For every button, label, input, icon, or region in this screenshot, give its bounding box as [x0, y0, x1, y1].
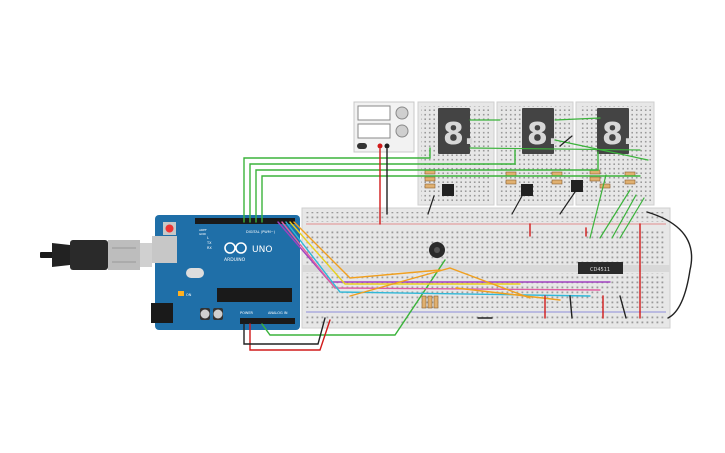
transistor[interactable] [571, 180, 583, 192]
reset-button[interactable] [165, 224, 174, 233]
display-digit: 8. [443, 117, 475, 152]
display-digit: 8. [602, 117, 634, 152]
tx-label: TX [206, 241, 212, 245]
on-label: ON [186, 293, 192, 297]
l-label: L [207, 236, 209, 240]
transistor[interactable] [521, 184, 533, 196]
current-knob[interactable] [395, 124, 409, 138]
arduino-logo-icon [224, 242, 247, 254]
seven-segment-display-2[interactable]: 8. [522, 108, 559, 154]
rx-label: RX [207, 246, 212, 250]
display-digit: 8. [527, 117, 559, 152]
capacitor [213, 309, 223, 319]
negative-terminal[interactable] [384, 143, 390, 149]
power-switch[interactable] [357, 143, 367, 149]
cd4511-chip[interactable]: CD4511 [578, 262, 623, 274]
power-label: POWER [240, 311, 254, 315]
capacitor [200, 309, 210, 319]
digital-header[interactable] [195, 218, 295, 224]
analog-label: ANALOG IN [268, 311, 288, 315]
usb-port [152, 236, 177, 263]
seven-segment-display-1[interactable]: 8. [438, 108, 475, 154]
digital-label: DIGITAL (PWM~) [246, 230, 276, 234]
crystal [186, 268, 204, 278]
transistor[interactable] [442, 184, 454, 196]
power-analog-header[interactable] [240, 318, 295, 324]
voltage-knob[interactable] [395, 106, 409, 120]
main-breadboard[interactable] [301, 207, 671, 329]
chip-label: CD4511 [590, 267, 610, 273]
atmega-chip [217, 288, 292, 302]
usb-cable[interactable] [40, 240, 152, 270]
wires[interactable] [243, 117, 693, 351]
seven-segment-display-3[interactable]: 8. [597, 108, 634, 154]
aref-label: AREF [199, 228, 207, 232]
gnd-label: GND [199, 232, 207, 236]
resistor-group[interactable] [421, 295, 439, 309]
positive-terminal[interactable] [377, 143, 383, 149]
board-model: UNO [252, 245, 272, 255]
board-brand: ARDUINO [224, 257, 246, 263]
power-supply[interactable] [353, 101, 415, 153]
on-led [178, 291, 184, 296]
power-jack [151, 303, 173, 323]
arduino-uno-board[interactable]: UNO ARDUINO DIGITAL (PWM~) POWER ANALOG … [151, 215, 300, 330]
